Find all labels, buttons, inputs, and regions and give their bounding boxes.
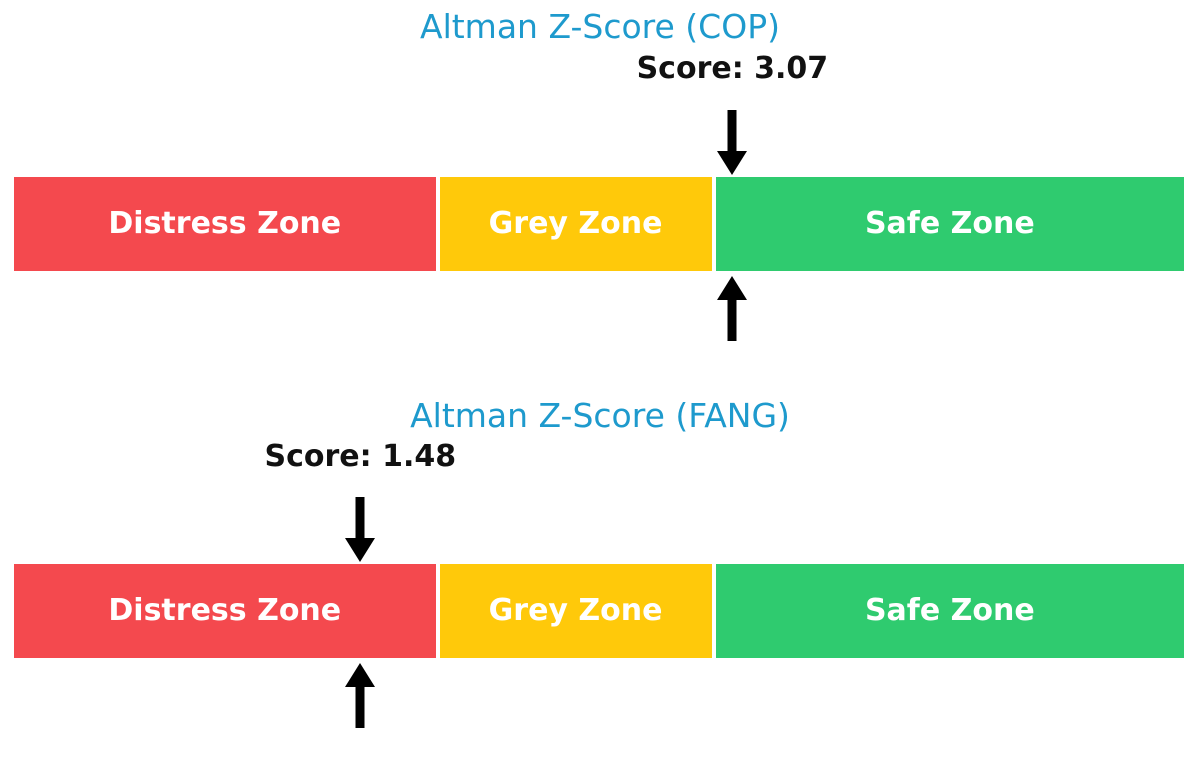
zone-safe: Safe Zone — [715, 177, 1184, 271]
score-arrow-down-icon — [717, 110, 748, 175]
zone-distress: Distress Zone — [14, 564, 436, 658]
zone-grey: Grey Zone — [439, 564, 712, 658]
zone-bar: Distress Zone Grey Zone Safe Zone — [14, 564, 1184, 658]
zone-grey-label: Grey Zone — [488, 206, 663, 241]
zone-safe-label: Safe Zone — [864, 206, 1035, 241]
zone-bar: Distress Zone Grey Zone Safe Zone — [14, 177, 1184, 271]
zone-grey: Grey Zone — [439, 177, 712, 271]
score-arrow-up-icon — [717, 276, 748, 341]
zone-distress-label: Distress Zone — [108, 206, 342, 241]
score-label: Score: 1.48 — [264, 439, 457, 474]
zone-safe: Safe Zone — [715, 564, 1184, 658]
zone-safe-label: Safe Zone — [864, 593, 1035, 628]
zone-distress: Distress Zone — [14, 177, 436, 271]
score-label: Score: 3.07 — [636, 51, 829, 86]
zone-grey-label: Grey Zone — [488, 593, 663, 628]
chart-title: Altman Z-Score (COP) — [420, 7, 780, 46]
score-arrow-down-icon — [345, 497, 376, 562]
score-arrow-up-icon — [345, 663, 376, 728]
chart-title: Altman Z-Score (FANG) — [410, 396, 790, 435]
zone-distress-label: Distress Zone — [108, 593, 342, 628]
